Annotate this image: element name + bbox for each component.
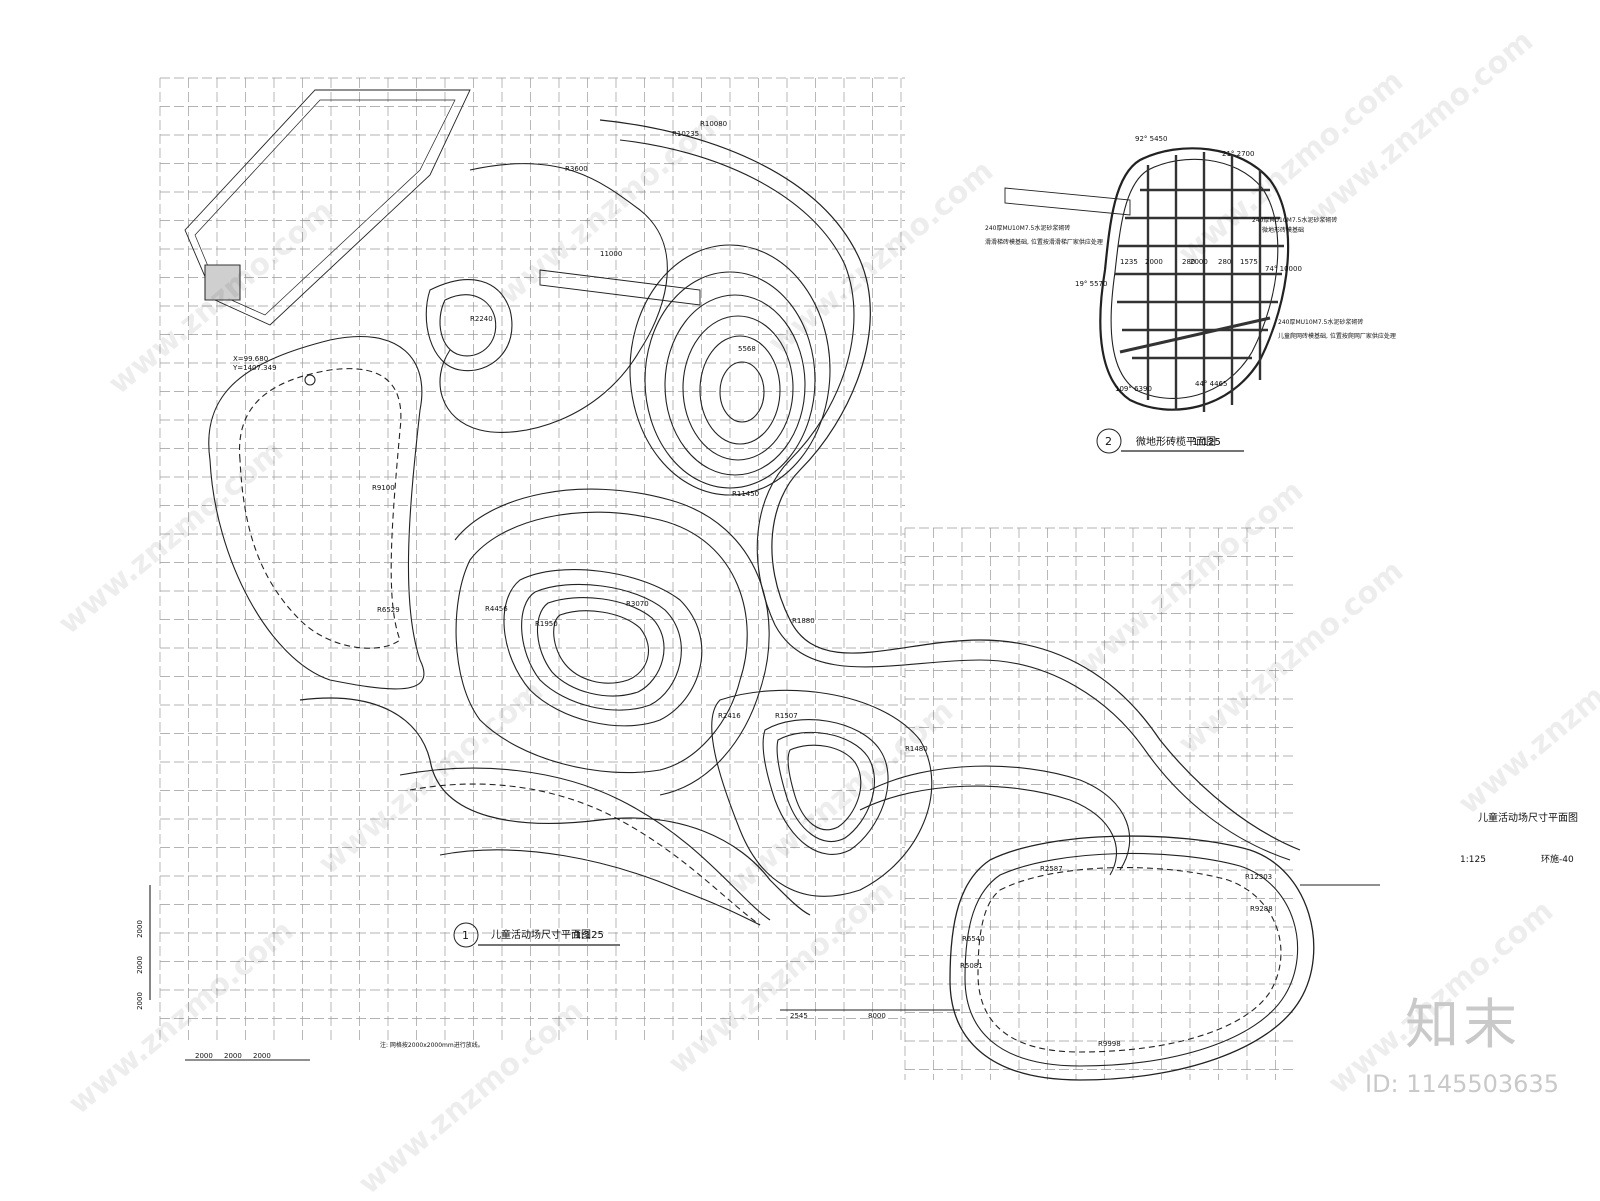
dimension-label: 2000: [224, 1052, 242, 1060]
dimension-label: 8000: [868, 1012, 886, 1020]
plan-1-scale: 1:125: [575, 930, 604, 941]
sheet-scale: 1:125: [1460, 855, 1486, 865]
plan-2-scale: 1:125: [1192, 437, 1221, 448]
coordinate-y: Y=1407.349: [233, 364, 277, 372]
sheet-number: 环施-40: [1541, 855, 1574, 865]
dimension-label: R2240: [470, 315, 493, 323]
dimension-label: R1480: [905, 745, 928, 753]
dimension-label: R1507: [775, 712, 798, 720]
dimension-label: 2000: [195, 1052, 213, 1060]
plan-1-paths: [149, 89, 1380, 1081]
dimension-label: R3600: [565, 165, 588, 173]
dashed-grid: [159, 77, 1295, 1080]
watermark-logo: 知末: [1405, 993, 1521, 1056]
dimension-label: 280: [1218, 258, 1232, 266]
watermark-id: ID: 1145503635: [1365, 1070, 1559, 1098]
dimension-label: R10235: [672, 130, 700, 138]
dimension-label: R4456: [485, 605, 508, 613]
dimension-label: 74° 10000: [1265, 265, 1302, 273]
dimension-label: R12303: [1245, 873, 1273, 881]
plan-2-material-1-note: 微地形砖模基础: [1262, 227, 1305, 234]
dimension-label: R11450: [732, 490, 760, 498]
dimension-label: R6529: [377, 606, 400, 614]
dimension-label: R6540: [962, 935, 985, 943]
dimension-label: 109° 6390: [1115, 385, 1152, 393]
sheet-title: 儿童活动场尺寸平面图: [1478, 813, 1578, 824]
dimension-label: 5568: [738, 345, 756, 353]
dimension-label: 2545: [790, 1012, 808, 1020]
dimension-label: R2587: [1040, 865, 1063, 873]
plan-2-material-2: 240厚MU10M7.5水泥砂浆砌砖: [985, 225, 1071, 232]
dimension-label: R9288: [1250, 905, 1273, 913]
dimension-label: 280: [1182, 258, 1196, 266]
dimension-label: R5081: [960, 962, 983, 970]
plan-2-index: 2: [1105, 435, 1112, 448]
dimension-label: 21° 2700: [1222, 150, 1255, 158]
dimension-label: 11000: [600, 250, 623, 258]
plan-1-title: 儿童活动场尺寸平面图: [491, 930, 591, 941]
dimension-label: 2000: [1145, 258, 1163, 266]
plan-2-material-3-note: 儿童爬网砖模基础, 位置按爬网厂家供应处理: [1278, 333, 1396, 340]
plan-2-material-1: 240厚MU10M7.5水泥砂浆砌砖: [1252, 217, 1338, 224]
cad-drawing: [149, 77, 1380, 1081]
plan-2-material-2-note: 滑滑梯砖模基础, 位置按滑滑梯厂家供应处理: [985, 239, 1103, 246]
dimension-label: 2000: [135, 920, 144, 938]
plan-2-material-3: 240厚MU10M7.5水泥砂浆砌砖: [1278, 319, 1364, 326]
plan-2-paths: [1004, 147, 1290, 454]
plan-2-title: 微地形砖榄平面图: [1136, 437, 1216, 448]
dimension-label: R9100: [372, 484, 395, 492]
plan-2-brick-grid: [1115, 152, 1284, 412]
grid-note: 注: 网格按2000x2000mm进行放线。: [380, 1042, 484, 1049]
plan-1-index: 1: [462, 929, 469, 942]
dimension-label: 1235: [1120, 258, 1138, 266]
dimension-label: R2416: [718, 712, 741, 720]
dimension-label: 2000: [1190, 258, 1208, 266]
dimension-label: 19° 5570: [1075, 280, 1108, 288]
dimension-label: 44° 4465: [1195, 380, 1228, 388]
dimension-label: R10080: [700, 120, 728, 128]
dimension-label: R1950: [535, 620, 558, 628]
dimension-label: R9998: [1098, 1040, 1121, 1048]
dimension-label: R1880: [792, 617, 815, 625]
dimension-label: 2000: [253, 1052, 271, 1060]
dimension-label: 2000: [135, 992, 144, 1010]
dimension-label: 1575: [1240, 258, 1258, 266]
dimension-label: R3070: [626, 600, 649, 608]
dimension-label: 2000: [135, 956, 144, 974]
coordinate-x: X=99.680: [233, 355, 269, 363]
dimension-label: 92° 5450: [1135, 135, 1168, 143]
